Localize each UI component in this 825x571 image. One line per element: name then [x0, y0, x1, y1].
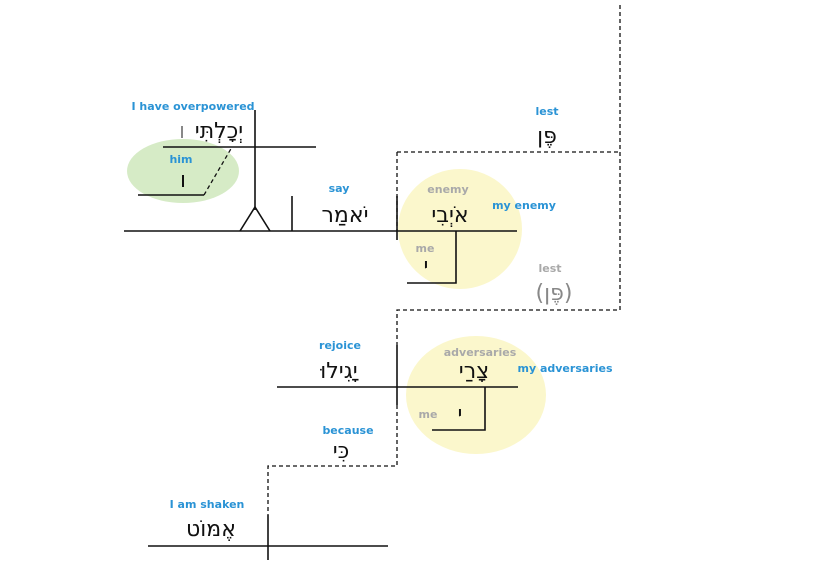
hebrew-pen: פֶּן	[537, 124, 557, 149]
gloss-lest-implied: lest	[538, 262, 561, 275]
gloss-lest: lest	[535, 105, 558, 118]
gloss-my-enemy: my enemy	[492, 199, 556, 212]
gloss-rejoice: rejoice	[319, 339, 361, 352]
possessive-me2-line	[432, 387, 486, 431]
gloss-adversaries: adversaries	[444, 346, 517, 359]
gloss-i-am-shaken: I am shaken	[170, 498, 245, 511]
my-enemy-highlight	[398, 169, 522, 289]
gloss-i-have-overpowered: I have overpowered	[131, 100, 254, 113]
gloss-say: say	[329, 182, 350, 195]
pedestal	[239, 205, 271, 232]
hebrew-yomar: יֹאמַר	[322, 203, 369, 228]
lest-connector	[396, 5, 621, 345]
because-connector	[267, 405, 398, 515]
object-connector	[203, 146, 233, 196]
hebrew-oyvi: אֹיְבִי	[431, 203, 468, 228]
hebrew-him: ו	[180, 168, 186, 193]
possessive-me1-line	[407, 231, 457, 284]
hebrew-yakholti: יְכָלְתִּי	[195, 119, 243, 144]
hebrew-me-2: י	[458, 402, 463, 427]
hebrew-yagilu: יָגִילוּ	[320, 359, 359, 384]
gloss-my-adversaries: my adversaries	[518, 362, 613, 375]
gloss-enemy: enemy	[427, 183, 468, 196]
gloss-me-2: me	[419, 408, 438, 421]
gloss-me-1: me	[416, 242, 435, 255]
my-adversaries-highlight	[406, 336, 546, 454]
hebrew-tsaray: צָרַי	[459, 359, 489, 384]
him-highlight	[127, 139, 239, 203]
hebrew-me-1: י	[424, 254, 429, 279]
gloss-him: him	[169, 153, 192, 166]
hebrew-pen-implied: (פֶּן)	[536, 281, 573, 306]
hebrew-suffix-vav: ו	[179, 119, 185, 144]
hebrew-emot: אֶמּוֹט	[186, 517, 236, 542]
gloss-because: because	[322, 424, 373, 437]
hebrew-ki: כִּי	[333, 439, 350, 464]
